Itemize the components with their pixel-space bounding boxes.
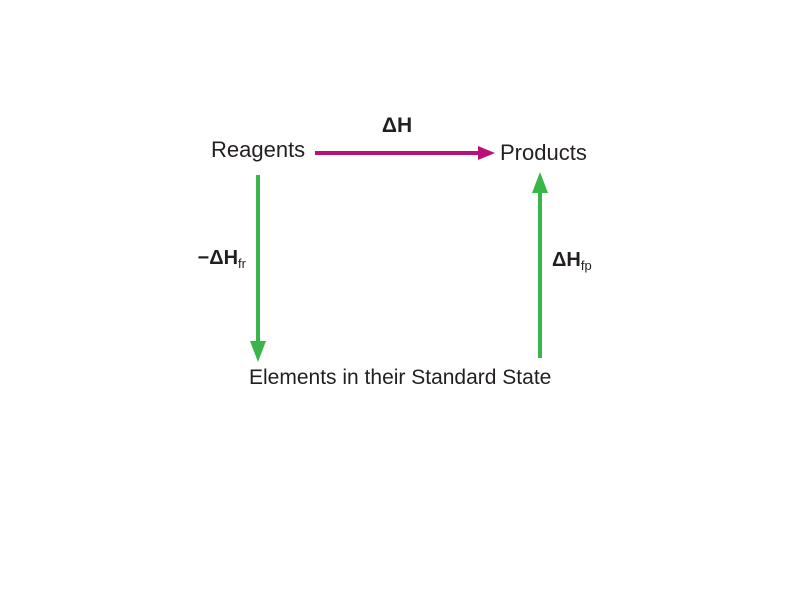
reaction-arrow-head (478, 146, 495, 160)
reaction-enthalpy-text: ΔH (381, 114, 413, 137)
elements-standard-state-node: Elements in their Standard State (249, 366, 552, 389)
formation-products-text: ΔH (552, 249, 581, 271)
formation-reagents-text: −ΔH (197, 247, 239, 269)
products-node: Products (500, 140, 587, 165)
up-arrow-head (532, 172, 548, 193)
reaction-enthalpy-label: ΔH (315, 114, 479, 138)
reagents-to-elements-arrow-icon (250, 175, 266, 362)
down-arrow-shaft (256, 175, 260, 342)
reaction-arrow-shaft (315, 151, 481, 155)
formation-products-label: ΔHfp (552, 249, 592, 272)
formation-reagents-label: −ΔHfr (150, 247, 246, 270)
reaction-arrow-icon (315, 146, 495, 160)
up-arrow-shaft (538, 192, 542, 358)
elements-to-products-arrow-icon (532, 172, 548, 358)
reagents-node: Reagents (211, 137, 306, 162)
down-arrow-head (250, 341, 266, 362)
formation-reagents-subscript: fr (238, 256, 246, 271)
formation-products-subscript: fp (580, 258, 592, 273)
